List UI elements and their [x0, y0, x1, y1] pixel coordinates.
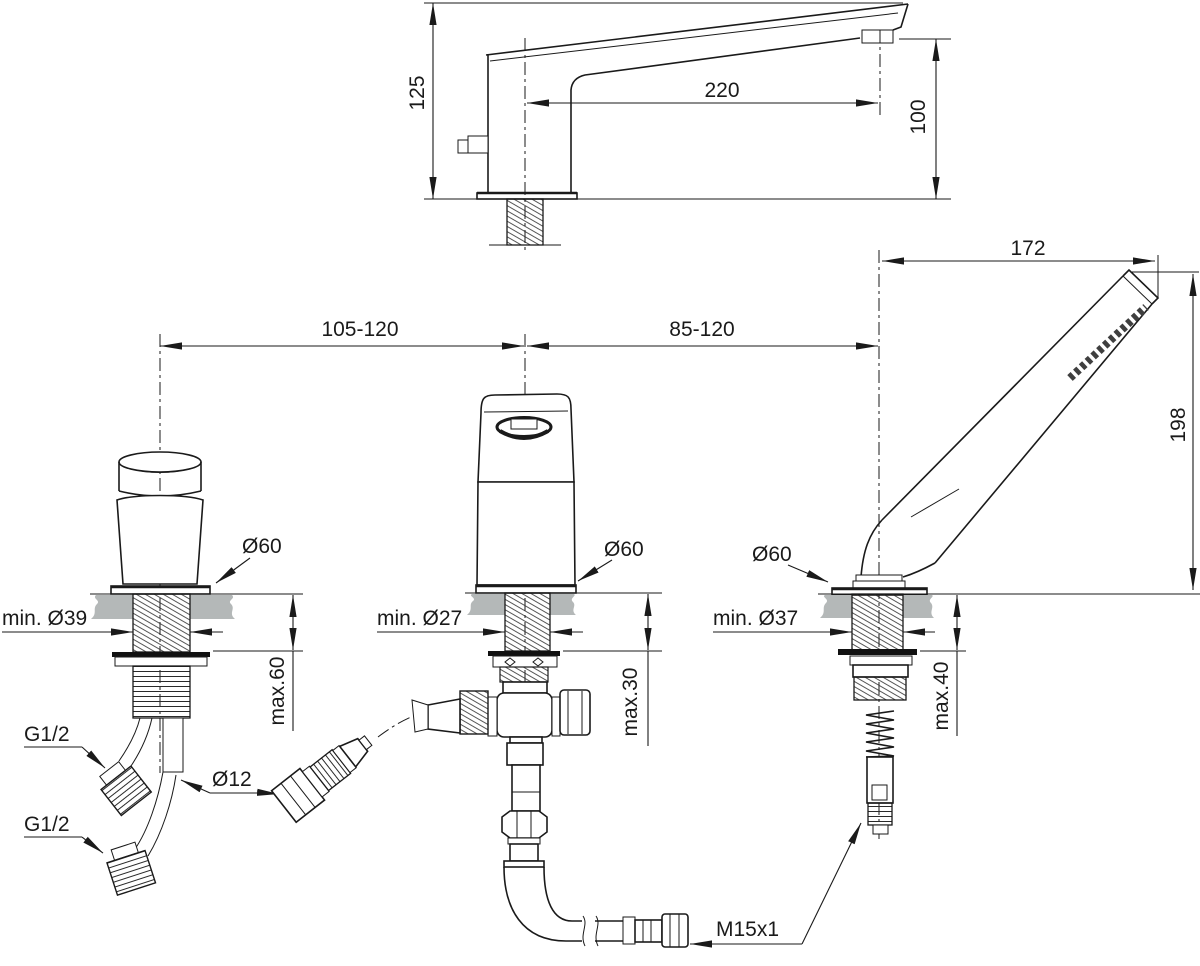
middle-valve-shank: [504, 592, 551, 652]
deck-section-right: [820, 595, 852, 618]
spacing-dimensions: 105-120 85-120 172 198: [160, 237, 1199, 590]
middle-valve-left-port-nut: [459, 690, 489, 735]
deck-section-left: [91, 595, 133, 619]
label-middle-deck-max: max.30: [619, 668, 642, 737]
dim-spacing-right: 85-120: [669, 318, 734, 341]
label-left-inlet-top: G1/2: [24, 723, 70, 746]
spray-nozzles: [1067, 304, 1149, 381]
shower-shank: [851, 593, 904, 651]
label-shower-hole-dia: min. Ø37: [713, 607, 798, 630]
dim-spout-reach: 220: [704, 79, 739, 102]
label-middle-hole-dia: min. Ø27: [377, 607, 462, 630]
dim-shower-reach: 172: [1010, 237, 1045, 260]
left-valve-hose-fitting-top: [99, 760, 153, 817]
dim-shower-height: 198: [1167, 407, 1190, 442]
deck-section-middle: [467, 594, 505, 615]
left-valve-hose-fitting-bottom: [106, 841, 157, 897]
label-left-pipe-dia: Ø12: [212, 768, 252, 791]
label-left-inlet-bottom: G1/2: [24, 813, 70, 836]
label-left-hole-dia: min. Ø39: [2, 607, 87, 630]
dim-spacing-left: 105-120: [321, 318, 398, 341]
label-shower-deck-max: max.40: [930, 662, 953, 731]
dim-spout-outlet-height: 100: [907, 99, 930, 134]
middle-valve-hex-nut: [501, 810, 548, 839]
label-middle-base-dia: Ø60: [604, 538, 644, 561]
spout-side-knob: [457, 139, 469, 154]
middle-valve-right-port-nut: [559, 689, 591, 736]
spout-side-view: 125 220 100: [406, 2, 951, 252]
left-valve: Ø60 min. Ø39 max.60 G1/2 G1/2 Ø12: [2, 334, 303, 897]
hand-shower: Ø60 min. Ø37 max.40: [713, 250, 1200, 840]
quick-connector: [270, 735, 373, 824]
left-valve-shank: [132, 593, 191, 653]
left-valve-pipe: [162, 717, 184, 773]
middle-valve: Ø60 min. Ø27 max.30 M15x1: [270, 334, 862, 948]
label-left-base-dia: Ø60: [242, 535, 282, 558]
label-hose-thread: M15x1: [716, 918, 779, 941]
label-left-deck-max: max.60: [266, 657, 289, 726]
label-shower-base-dia: Ø60: [752, 543, 792, 566]
hose-end-fitting: [661, 913, 689, 948]
hose-coil: [865, 710, 895, 758]
dim-spout-height: 125: [406, 75, 429, 110]
